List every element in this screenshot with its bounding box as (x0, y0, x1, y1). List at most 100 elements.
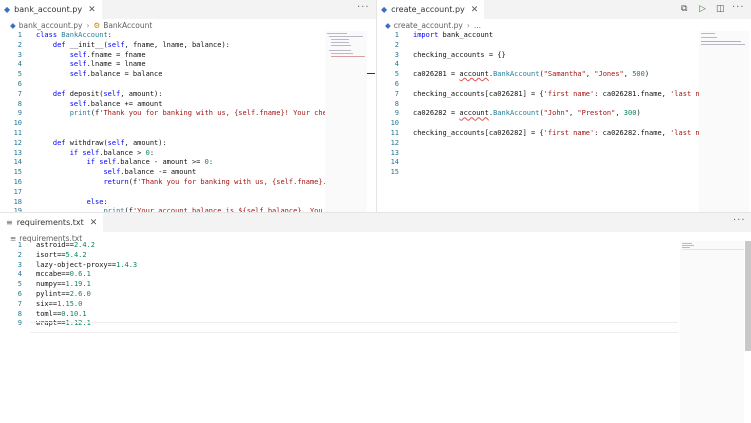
code-line[interactable]: 10 (377, 119, 751, 129)
vertical-sash[interactable] (376, 0, 377, 212)
code-line[interactable]: 18 else: (0, 198, 376, 208)
close-icon[interactable]: ✕ (89, 217, 98, 228)
more-actions-icon[interactable]: ··· (357, 2, 370, 13)
code-line[interactable]: 6 pylint==2.6.0 (0, 290, 751, 300)
line-number: 5 (17, 70, 22, 79)
line-number: 1 (17, 241, 22, 249)
line-number: 19 (13, 207, 22, 212)
horizontal-sash[interactable] (0, 212, 751, 213)
code-line[interactable]: 15 self.balance -= amount (0, 168, 376, 178)
code-line[interactable]: 2 def __init__(self, fname, lname, balan… (0, 41, 376, 51)
tab-bank-account[interactable]: ◆ bank_account.py ✕ (0, 0, 102, 19)
code-line[interactable]: 3 self.fname = fname (0, 51, 376, 61)
scrollbar-thumb[interactable] (745, 241, 751, 351)
code-line[interactable]: 9 print(f'Thank you for banking with us,… (0, 109, 376, 119)
line-text: self.lname = lname (69, 60, 146, 69)
line-text: toml==0.10.1 (36, 309, 87, 318)
line-text: pylint==2.6.0 (36, 289, 91, 298)
line-number: 10 (390, 119, 399, 128)
line-text: import bank_account (413, 31, 494, 39)
code-line[interactable]: 1 astroid==2.4.2 (0, 241, 751, 251)
line-text: if self.balance - amount >= 0: (86, 158, 214, 167)
code-line[interactable]: 6 (377, 80, 751, 90)
split-compare-icon[interactable]: ⧉ (681, 4, 688, 14)
code-line[interactable]: 2 (377, 41, 751, 51)
code-line[interactable]: 1 class BankAccount: (0, 31, 376, 41)
line-number: 9 (394, 109, 399, 118)
line-text: ca026282 = account.BankAccount("John", "… (413, 109, 641, 118)
line-number: 3 (17, 50, 22, 59)
line-text: mccabe==0.6.1 (36, 270, 91, 279)
line-number: 7 (17, 299, 22, 308)
minimap[interactable] (325, 31, 367, 212)
tab-requirements[interactable]: ≡ requirements.txt ✕ (0, 213, 104, 232)
line-number: 6 (17, 289, 22, 298)
line-number: 4 (17, 60, 22, 69)
code-line[interactable]: 9 ca026282 = account.BankAccount("John", … (377, 109, 751, 119)
code-line[interactable]: 8 self.balance += amount (0, 100, 376, 110)
line-number: 11 (13, 128, 22, 137)
line-number: 7 (17, 89, 22, 98)
run-icon[interactable]: ▷ (699, 4, 706, 14)
split-editor-icon[interactable]: ◫ (716, 4, 725, 14)
breadcrumb-symbol[interactable]: BankAccount (103, 20, 153, 30)
python-file-icon: ◆ (385, 20, 391, 30)
code-line[interactable]: 11 (0, 129, 376, 139)
minimap[interactable] (680, 241, 744, 423)
code-line[interactable]: 13 if self.balance > 0: (0, 149, 376, 159)
line-text: class BankAccount: (36, 31, 112, 39)
close-icon[interactable]: ✕ (470, 4, 479, 15)
right-tab-bar: ◆ create_account.py ✕ ⧉ ▷ ◫ ··· (377, 0, 751, 19)
more-actions-icon[interactable]: ··· (733, 215, 746, 226)
code-line[interactable]: 15 (377, 168, 751, 178)
breadcrumb-symbol[interactable]: ... (473, 20, 481, 30)
line-text: astroid==2.4.2 (36, 241, 96, 249)
close-icon[interactable]: ✕ (88, 4, 96, 15)
line-text: numpy==1.19.1 (36, 280, 91, 289)
line-text: checking_accounts = {} (413, 50, 506, 59)
line-number: 15 (390, 168, 399, 177)
line-text: if self.balance > 0: (69, 148, 155, 157)
code-line[interactable]: 8 (377, 100, 751, 110)
line-number: 7 (394, 89, 399, 98)
python-file-icon: ◆ (381, 5, 388, 14)
minimap[interactable] (699, 31, 749, 212)
code-line[interactable]: 12 (377, 139, 751, 149)
code-line[interactable]: 12 def withdraw(self, amount): (0, 139, 376, 149)
code-line[interactable]: 6 (0, 80, 376, 90)
code-editor[interactable]: 1 class BankAccount: 2 def __init__(self, … (0, 31, 376, 212)
code-line[interactable]: 10 (0, 119, 376, 129)
code-line[interactable]: 5 self.balance = balance (0, 70, 376, 80)
line-number: 1 (17, 31, 22, 39)
more-actions-icon[interactable]: ··· (732, 2, 745, 13)
line-number: 2 (394, 40, 399, 49)
line-text: return(f'Thank you for banking with us, … (103, 177, 344, 186)
breadcrumb-file[interactable]: bank_account.py (18, 20, 83, 30)
code-line[interactable]: 4 self.lname = lname (0, 60, 376, 70)
code-line[interactable]: 14 (377, 158, 751, 168)
tab-create-account[interactable]: ◆ create_account.py ✕ (377, 0, 485, 19)
code-line[interactable]: 13 (377, 149, 751, 159)
code-line[interactable]: 17 (0, 188, 376, 198)
code-line[interactable]: 14 if self.balance - amount >= 0: (0, 158, 376, 168)
code-line[interactable]: 4 (377, 60, 751, 70)
code-line[interactable]: 16 return(f'Thank you for banking with u… (0, 178, 376, 188)
breadcrumb-file[interactable]: create_account.py (393, 20, 463, 30)
line-text: else: (86, 197, 108, 206)
code-line[interactable]: 7 def deposit(self, amount): (0, 90, 376, 100)
breadcrumb-file[interactable]: requirements.txt (19, 233, 83, 243)
